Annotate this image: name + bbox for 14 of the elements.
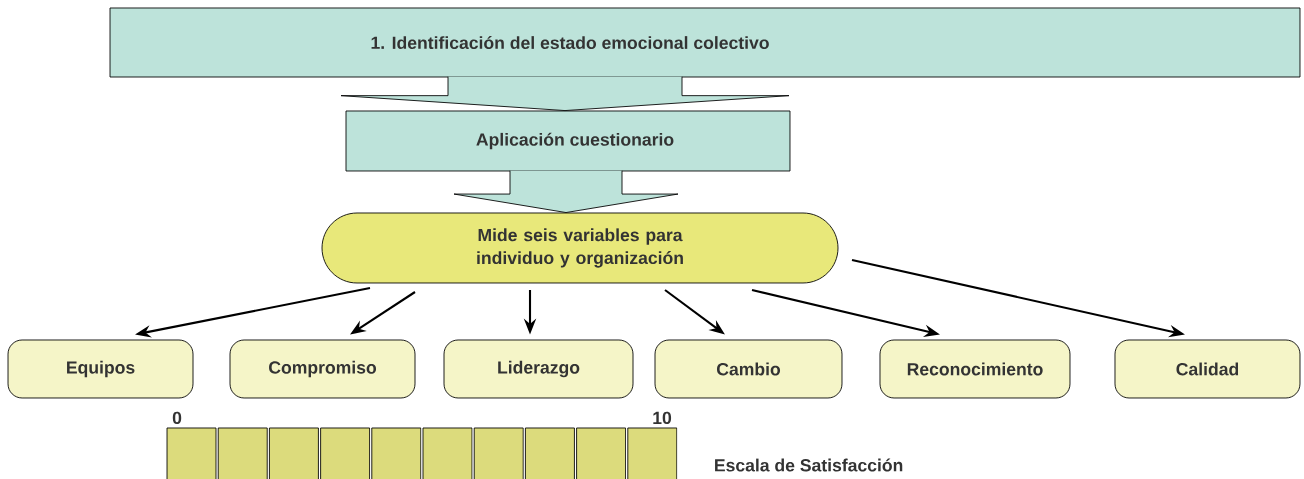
category-box: Equipos <box>7 339 194 399</box>
category-box: Reconocimiento <box>879 339 1071 399</box>
block-arrow <box>453 170 679 213</box>
category-box: Cambio <box>654 339 843 399</box>
process-box: 1. Identificación del estado emocional colectivo <box>109 7 1301 78</box>
scale-label: 10 <box>653 411 672 425</box>
scale-label: 0 <box>172 411 182 425</box>
block-arrow <box>340 76 790 111</box>
category-box: Compromiso <box>229 339 416 399</box>
scale-label: Escala de Satisfacción <box>715 458 903 472</box>
category-box: Liderazgo <box>443 339 634 399</box>
process-box: Aplicación cuestionario <box>345 110 791 172</box>
rounded-box: Mide seis variables para individuo y organización <box>321 212 839 284</box>
category-box: Calidad <box>1114 339 1301 399</box>
